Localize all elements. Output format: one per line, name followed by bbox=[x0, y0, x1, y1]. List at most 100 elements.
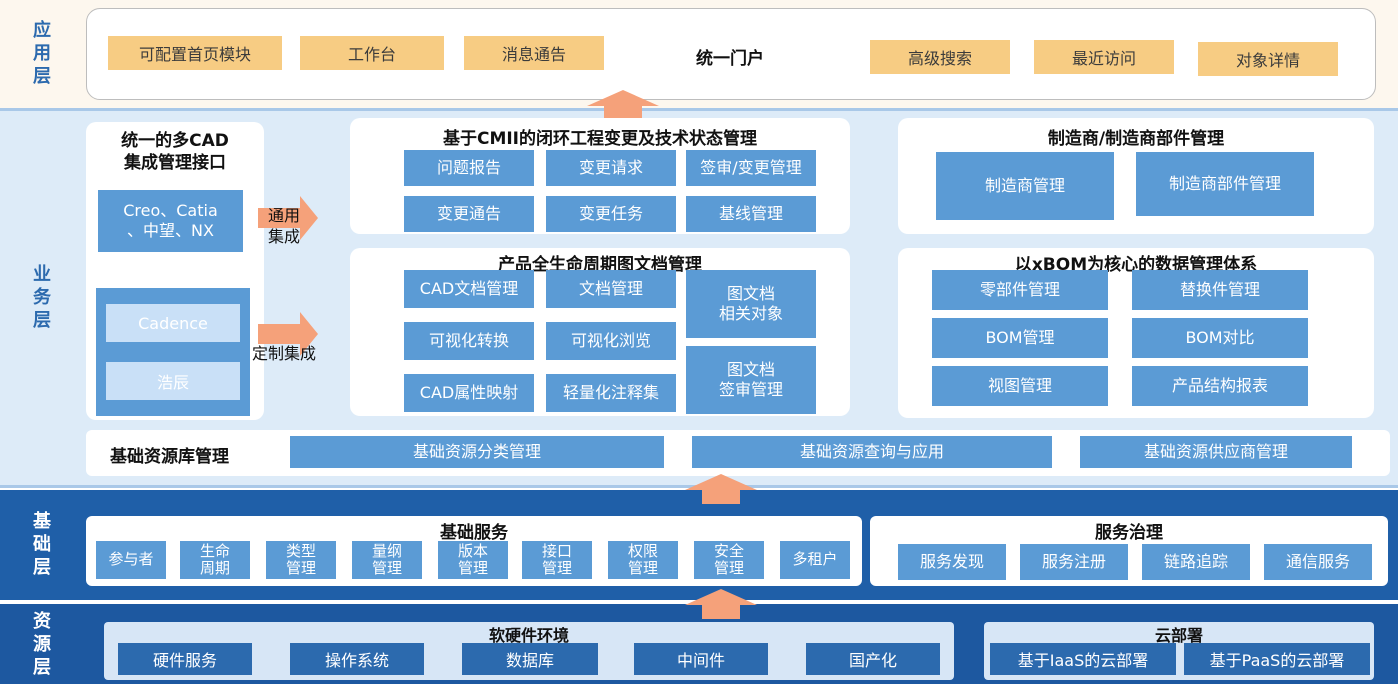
cloud-paas[interactable]: 基于PaaS的云部署 bbox=[1184, 643, 1370, 675]
doc-item-doc[interactable]: 文档管理 bbox=[546, 270, 676, 308]
app-item-workbench[interactable]: 工作台 bbox=[300, 36, 444, 70]
app-item-messages[interactable]: 消息通告 bbox=[464, 36, 604, 70]
env-domestic[interactable]: 国产化 bbox=[806, 643, 940, 675]
basic-service-line1: 权限 bbox=[627, 541, 658, 560]
change-item-review-change[interactable]: 签审/变更管理 bbox=[686, 150, 816, 186]
generic-integration-line2: 集成 bbox=[268, 226, 301, 246]
cloud-iaas[interactable]: 基于IaaS的云部署 bbox=[990, 643, 1176, 675]
doc-item-review-line2: 签审管理 bbox=[718, 380, 783, 399]
cad-integration-title: 统一的多CAD 集成管理接口 bbox=[88, 130, 262, 174]
business-layer-label: 业务层 bbox=[30, 263, 51, 333]
basic-service-line1: 参与者 bbox=[108, 550, 154, 569]
xbom-item-structure-report[interactable]: 产品结构报表 bbox=[1132, 366, 1308, 406]
up-arrow-icon bbox=[587, 90, 659, 120]
app-layer-label: 应用层 bbox=[30, 19, 51, 89]
change-item-change-request[interactable]: 变更请求 bbox=[546, 150, 676, 186]
foundation-layer-label: 基础层 bbox=[30, 510, 51, 580]
base-resource-title: 基础资源库管理 bbox=[110, 447, 229, 467]
generic-cad-line2: 、中望、NX bbox=[127, 221, 214, 240]
basic-service-item[interactable]: 权限管理 bbox=[608, 541, 678, 579]
change-item-change-notice[interactable]: 变更通告 bbox=[404, 196, 534, 232]
app-item-homepage[interactable]: 可配置首页模块 bbox=[108, 36, 282, 70]
basic-service-line2: 管理 bbox=[457, 559, 488, 577]
unified-portal-title: 统一门户 bbox=[696, 49, 764, 69]
env-database[interactable]: 数据库 bbox=[462, 643, 598, 675]
base-resource-supplier[interactable]: 基础资源供应商管理 bbox=[1080, 436, 1352, 468]
basic-service-line1: 量纲 bbox=[371, 541, 402, 560]
base-resource-query[interactable]: 基础资源查询与应用 bbox=[692, 436, 1052, 468]
manufacturer-item-parts[interactable]: 制造商部件管理 bbox=[1136, 152, 1314, 216]
governance-tracing[interactable]: 链路追踪 bbox=[1142, 544, 1250, 580]
env-middleware[interactable]: 中间件 bbox=[634, 643, 768, 675]
doc-item-review[interactable]: 图文档 签审管理 bbox=[686, 346, 816, 414]
basic-service-item[interactable]: 接口管理 bbox=[522, 541, 592, 579]
custom-cad-cadence[interactable]: Cadence bbox=[106, 304, 240, 342]
doc-item-visual-convert[interactable]: 可视化转换 bbox=[404, 322, 534, 360]
custom-cad-haochen[interactable]: 浩辰 bbox=[106, 362, 240, 400]
basic-service-item[interactable]: 类型管理 bbox=[266, 541, 336, 579]
doc-item-cad-attr-map[interactable]: CAD属性映射 bbox=[404, 374, 534, 412]
manufacturer-title: 制造商/制造商部件管理 bbox=[1047, 129, 1225, 149]
right-arrow-icon bbox=[258, 196, 318, 240]
governance-registration[interactable]: 服务注册 bbox=[1020, 544, 1128, 580]
right-arrow-icon bbox=[258, 312, 318, 356]
xbom-item-view[interactable]: 视图管理 bbox=[932, 366, 1108, 406]
basic-service-line1: 生命 bbox=[199, 541, 230, 560]
app-item-object-detail[interactable]: 对象详情 bbox=[1198, 42, 1338, 76]
custom-integration-label: 定制集成 bbox=[252, 344, 317, 363]
app-item-advanced-search[interactable]: 高级搜索 bbox=[870, 40, 1010, 74]
basic-service-line1: 版本 bbox=[457, 541, 488, 560]
base-resource-classify[interactable]: 基础资源分类管理 bbox=[290, 436, 664, 468]
app-item-recent[interactable]: 最近访问 bbox=[1034, 40, 1174, 74]
resource-layer-label: 资源层 bbox=[30, 610, 51, 680]
governance-communication[interactable]: 通信服务 bbox=[1264, 544, 1372, 580]
doc-item-related-line1: 图文档 bbox=[726, 284, 775, 303]
xbom-item-bom[interactable]: BOM管理 bbox=[932, 318, 1108, 358]
basic-service-line1: 安全 bbox=[713, 541, 744, 560]
doc-item-related-line2: 相关对象 bbox=[718, 304, 783, 323]
basic-service-item[interactable]: 版本管理 bbox=[438, 541, 508, 579]
doc-item-cad-doc[interactable]: CAD文档管理 bbox=[404, 270, 534, 308]
basic-service-line2: 管理 bbox=[371, 559, 402, 577]
cad-integration-title-line1: 统一的多CAD bbox=[121, 131, 229, 151]
change-item-problem-report[interactable]: 问题报告 bbox=[404, 150, 534, 186]
basic-service-line2: 周期 bbox=[199, 559, 230, 577]
generic-integration-line1: 通用 bbox=[268, 206, 301, 225]
basic-service-line2: 管理 bbox=[285, 559, 316, 577]
basic-service-item[interactable]: 安全管理 bbox=[694, 541, 764, 579]
basic-service-item[interactable]: 量纲管理 bbox=[352, 541, 422, 579]
basic-service-line1: 类型 bbox=[285, 541, 316, 560]
basic-service-line2: 管理 bbox=[541, 559, 572, 577]
governance-discovery[interactable]: 服务发现 bbox=[898, 544, 1006, 580]
basic-service-line1: 接口 bbox=[541, 541, 572, 560]
xbom-item-parts[interactable]: 零部件管理 bbox=[932, 270, 1108, 310]
basic-service-item[interactable]: 参与者 bbox=[96, 541, 166, 579]
basic-service-line2: 管理 bbox=[627, 559, 658, 577]
generic-integration-label: 通用 集成 bbox=[268, 206, 300, 248]
change-management-title: 基于CMII的闭环工程变更及技术状态管理 bbox=[442, 129, 758, 149]
generic-cad-line1: Creo、Catia bbox=[123, 201, 218, 220]
doc-item-review-line1: 图文档 bbox=[726, 360, 775, 379]
environment-title: 软硬件环境 bbox=[488, 626, 569, 645]
up-arrow-icon bbox=[685, 474, 757, 504]
env-hardware[interactable]: 硬件服务 bbox=[118, 643, 252, 675]
up-arrow-icon bbox=[685, 589, 757, 619]
doc-item-lightweight-annot[interactable]: 轻量化注释集 bbox=[546, 374, 676, 412]
change-item-baseline[interactable]: 基线管理 bbox=[686, 196, 816, 232]
basic-service-line1: 多租户 bbox=[792, 550, 838, 569]
doc-item-visual-browse[interactable]: 可视化浏览 bbox=[546, 322, 676, 360]
basic-service-item[interactable]: 多租户 bbox=[780, 541, 850, 579]
basic-service-line2: 管理 bbox=[713, 559, 744, 577]
cad-integration-title-line2: 集成管理接口 bbox=[124, 153, 226, 174]
generic-cad-box[interactable]: Creo、Catia 、中望、NX bbox=[98, 190, 243, 252]
basic-services-title: 基础服务 bbox=[440, 523, 508, 543]
env-os[interactable]: 操作系统 bbox=[290, 643, 424, 675]
basic-service-item[interactable]: 生命周期 bbox=[180, 541, 250, 579]
xbom-item-substitute[interactable]: 替换件管理 bbox=[1132, 270, 1308, 310]
governance-title: 服务治理 bbox=[1095, 523, 1163, 543]
xbom-item-bom-compare[interactable]: BOM对比 bbox=[1132, 318, 1308, 358]
manufacturer-item-manufacturer[interactable]: 制造商管理 bbox=[936, 152, 1114, 220]
change-item-change-task[interactable]: 变更任务 bbox=[546, 196, 676, 232]
doc-item-related-objects[interactable]: 图文档 相关对象 bbox=[686, 270, 816, 338]
cloud-title: 云部署 bbox=[1154, 626, 1203, 645]
